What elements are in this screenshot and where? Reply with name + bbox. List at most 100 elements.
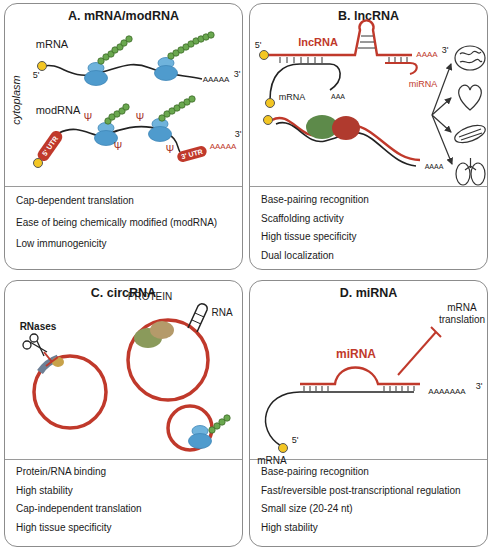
cap-symbol: [279, 444, 288, 453]
panel-title: C. circRNA: [5, 286, 242, 300]
base-pair-ticks: [389, 57, 390, 62]
enzyme-label: RNases: [20, 322, 57, 332]
feature-list: Base-pairing recognitionScaffolding acti…: [261, 191, 482, 265]
compartment-label: cytoplasm: [11, 75, 22, 125]
cap-symbol: [38, 62, 47, 71]
peptide-chain: [209, 415, 230, 433]
lungs-icon: [465, 158, 476, 170]
ribosome-symbol: [149, 119, 172, 142]
panel-title: A. mRNA/modRNA: [5, 9, 242, 23]
base-pair-ticks: [361, 36, 373, 37]
base-pair-ticks: [280, 36, 407, 63]
base-pair-ticks: [315, 57, 316, 63]
base-pair-ticks: [360, 42, 374, 43]
base-pair-ticks: [322, 386, 323, 391]
lungs-icon: [471, 163, 485, 185]
base-pair-ticks: [408, 386, 409, 391]
polya-tail: AAAA: [425, 163, 444, 170]
feature-list: Cap-dependent translationEase of being c…: [16, 190, 237, 255]
lungs-icon: [456, 158, 485, 185]
cap-symbol: [266, 99, 275, 108]
modification-mark: Ψ: [166, 145, 174, 155]
molecule-label: RNA: [211, 308, 232, 318]
process-label: mRNA translation: [431, 302, 491, 325]
molecule-label: modRNA: [36, 105, 81, 116]
muscle-icon: [459, 129, 482, 140]
end-label: 5': [255, 41, 262, 50]
separator-rule: [5, 186, 242, 187]
feature-item: High stability: [261, 519, 482, 538]
feature-item: Protein/RNA binding: [16, 463, 237, 482]
brain-icon: [455, 46, 485, 70]
base-pair-ticks: [414, 386, 415, 391]
inhibition-mark: [398, 327, 441, 375]
ribosome-symbol: [189, 426, 212, 449]
feature-item: Fast/reversible post-transcriptional reg…: [261, 482, 482, 501]
base-pair-ticks: [395, 57, 396, 62]
brain-icon: [455, 46, 485, 70]
end-label: 5': [292, 436, 299, 445]
muscle-icon: [453, 122, 488, 146]
arrow: [432, 64, 451, 115]
protein-blob: [52, 321, 174, 367]
mrna-strand: [270, 64, 416, 166]
mirna-strand: [385, 63, 417, 74]
circrna-ring: [34, 356, 106, 428]
feature-item: High tissue specificity: [261, 228, 482, 247]
modification-mark: Ψ: [136, 113, 144, 123]
lncrna-strand: [268, 20, 412, 55]
base-pair-ticks: [301, 57, 302, 63]
peptide-chain: [126, 36, 132, 42]
heart-icon: [459, 85, 482, 110]
scissors-symbol: [23, 341, 31, 349]
end-label: 3': [442, 46, 449, 55]
ribosome-symbol: [189, 426, 212, 449]
cap-symbol: [34, 159, 43, 168]
base-pair-ticks: [407, 57, 408, 62]
feature-item: Low immunogenicity: [16, 233, 237, 255]
brain-icon: [460, 51, 482, 63]
rna-hairpin: [188, 304, 207, 332]
polya-tail: AAAAA: [203, 76, 230, 84]
base-pair-ticks: [304, 386, 414, 391]
feature-item: Base-pairing recognition: [261, 463, 482, 482]
feature-list: Base-pairing recognitionFast/reversible …: [261, 463, 482, 538]
cap-symbol: [264, 116, 273, 125]
arrow: [432, 115, 452, 164]
mirna-strand: [385, 63, 417, 74]
feature-item: Scaffolding activity: [261, 210, 482, 229]
polya-tail: AAAAAAA: [428, 388, 465, 396]
base-pair-ticks: [322, 57, 323, 63]
peptide-chain: [189, 96, 195, 102]
base-pair-ticks: [328, 386, 329, 391]
circrna-ring: [168, 406, 212, 450]
circrna-ring: [34, 320, 212, 450]
ribosome-symbol: [85, 58, 178, 86]
lungs-icon: [456, 163, 470, 185]
utr-block: [35, 129, 208, 164]
separator-rule: [250, 186, 487, 187]
peptide-chain: [123, 104, 129, 110]
base-pair-ticks: [310, 386, 311, 391]
muscle-icon: [453, 122, 488, 146]
modification-mark: Ψ: [84, 113, 92, 123]
end-label: 5': [33, 71, 40, 80]
base-pair-ticks: [316, 386, 317, 391]
cap-symbol: [260, 51, 269, 60]
peptide-chain: [98, 32, 214, 64]
circrna-ring: [128, 320, 208, 400]
base-pair-ticks: [396, 386, 397, 391]
base-pair-ticks: [402, 386, 403, 391]
feature-item: High tissue specificity: [16, 519, 237, 538]
panel-title: D. miRNA: [250, 286, 487, 300]
peptide-chain: [208, 32, 214, 38]
feature-item: Cap-independent translation: [16, 500, 237, 519]
molecule-label: miRNA: [336, 348, 376, 360]
rna-hairpin: [188, 304, 207, 332]
end-label: 3': [476, 382, 483, 391]
cap-symbol: [279, 444, 288, 453]
base-pair-ticks: [401, 57, 402, 62]
protein-blob: [150, 321, 174, 339]
scissors-symbol: [37, 341, 44, 356]
feature-item: Base-pairing recognition: [261, 191, 482, 210]
